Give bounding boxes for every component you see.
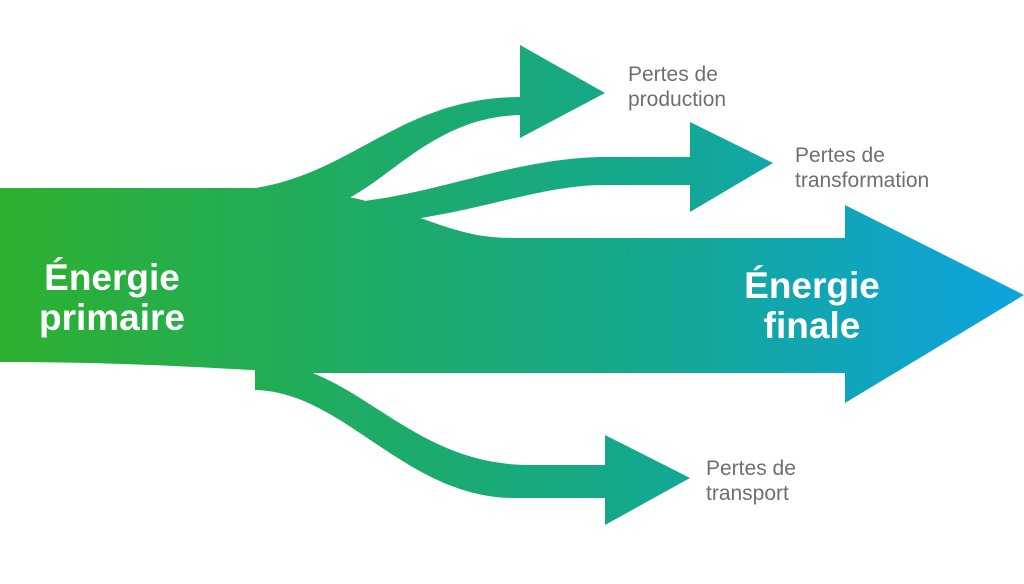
transformation-loss-label: Pertes de transformation bbox=[795, 143, 929, 193]
production-loss-label: Pertes de production bbox=[628, 62, 726, 112]
primary-energy-label-line2: primaire bbox=[38, 297, 185, 338]
transport-loss-arrow bbox=[255, 361, 690, 525]
transformation-loss-arrow bbox=[305, 122, 773, 226]
final-energy-label: Énergie finale bbox=[712, 266, 912, 346]
final-energy-label-line2: finale bbox=[763, 305, 861, 346]
production-loss-label-line1: Pertes de bbox=[628, 63, 718, 86]
transport-loss-label-line1: Pertes de bbox=[706, 457, 796, 480]
transport-loss-label: Pertes de transport bbox=[706, 456, 796, 506]
transformation-loss-label-line2: transformation bbox=[795, 169, 930, 192]
production-loss-label-line2: production bbox=[628, 88, 727, 111]
final-energy-label-line1: Énergie bbox=[744, 265, 880, 306]
primary-to-final-arrow bbox=[0, 188, 1024, 403]
transport-loss-label-line2: transport bbox=[706, 482, 789, 505]
primary-energy-label: Énergie primaire bbox=[12, 258, 212, 338]
transformation-loss-label-line1: Pertes de bbox=[795, 144, 885, 167]
primary-energy-label-line1: Énergie bbox=[44, 257, 180, 298]
production-loss-arrow bbox=[240, 45, 605, 210]
